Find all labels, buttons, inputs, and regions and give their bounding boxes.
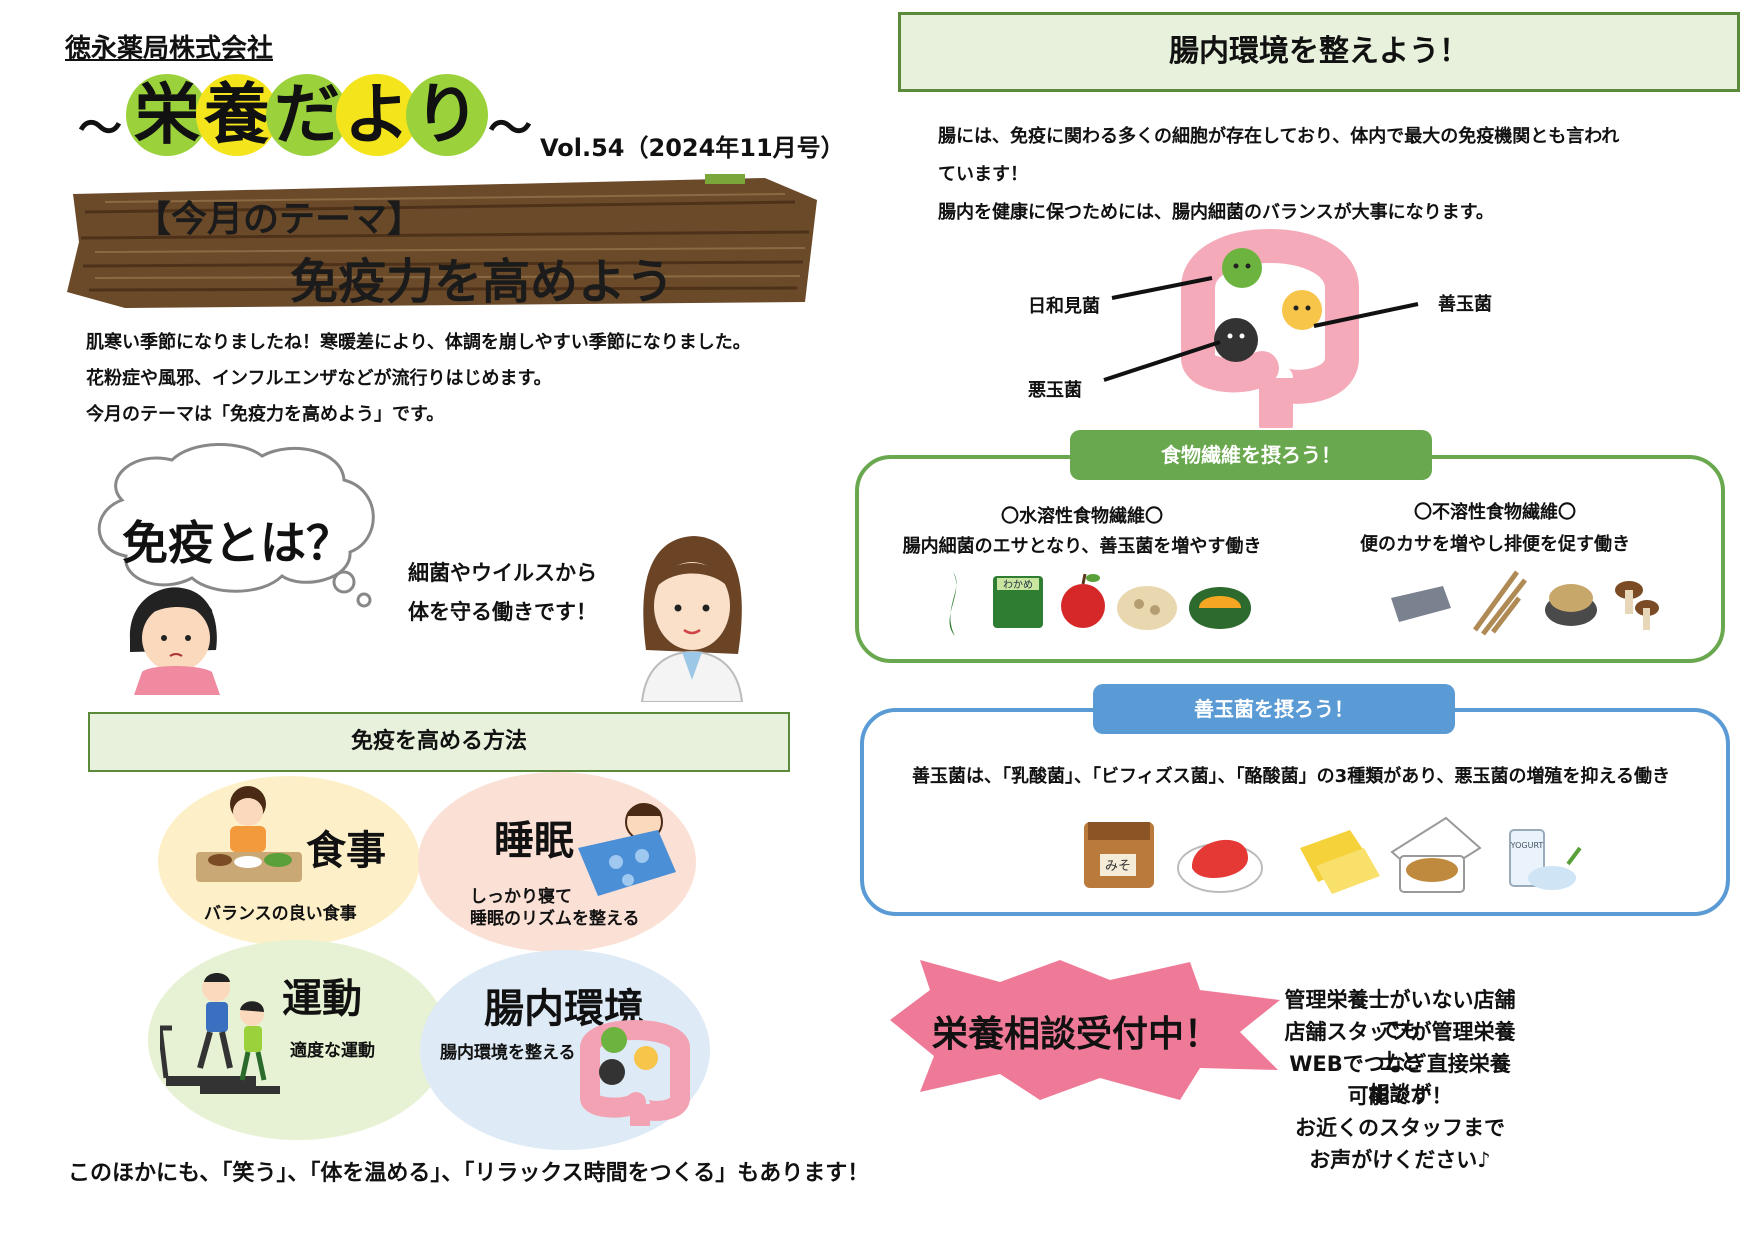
sleep-subtitle-line: 睡眠のリズムを整える <box>470 909 640 929</box>
meal-illustration <box>196 786 302 882</box>
volume-info: Vol.54（2024年11月号） <box>540 134 845 162</box>
immunity-question: 免疫とは？ <box>122 516 352 570</box>
doctor-illustration <box>640 536 744 702</box>
title-char-circle: よ <box>336 74 418 156</box>
worried-girl-illustration <box>129 587 220 695</box>
intro-line: 花粉症や風邪、インフルエンザなどが流行りはじめます。 <box>86 368 552 389</box>
insoluble-fiber-desc: 便のカサを増やし排便を促す働き <box>1360 534 1630 555</box>
title-char-circle: 養 <box>196 74 278 156</box>
wakame-label: わかめ <box>1003 579 1033 591</box>
bacteria-connector-lines <box>1103 276 1419 382</box>
intro-line: 肌寒い季節になりましたね！寒暖差により、体調を崩しやすい季節になりました。 <box>86 332 751 353</box>
consultation-burst <box>890 960 1280 1100</box>
gut-subtitle: 腸内環境を整える <box>440 1043 576 1063</box>
consultation-text-line: WEBでつなぎ直接栄養相談が <box>1289 1052 1511 1106</box>
other-methods-note: このほかにも、「笑う」、「体を温める」、「リラックス時間をつくる」もあります！ <box>68 1161 870 1186</box>
insoluble-fiber-title: 〇不溶性食物繊維〇 <box>1414 502 1576 523</box>
bad-bacteria-label: 悪玉菌 <box>1028 380 1082 401</box>
gut-environment-header: 腸内環境を整えよう！ <box>898 12 1740 92</box>
exercise-circle <box>148 940 448 1140</box>
intestine-bacteria-illustration <box>1181 229 1359 428</box>
company-name: 徳永薬局株式会社 <box>65 34 274 64</box>
consultation-text-line: お近くのスタッフまで <box>1295 1116 1505 1140</box>
treadmill-illustration <box>160 973 280 1094</box>
gut-intro-line: 腸には、免疫に関わる多くの細胞が存在しており、体内で最大の免疫機関とも言われ <box>938 126 1620 147</box>
theme-label: 【今月のテーマ】 <box>135 199 424 240</box>
consultation-text-line: 管理栄養士がいない店舗でも <box>1284 988 1516 1042</box>
yogurt-label: YOGURT <box>1510 841 1544 850</box>
immunity-answer-line: 細菌やウイルスから <box>408 561 597 585</box>
neutral-bacteria-label: 日和見菌 <box>1028 296 1100 317</box>
consultation-text-line: 店舗スタッフが管理栄養士と <box>1284 1020 1516 1074</box>
soluble-fiber-title: 〇水溶性食物繊維〇 <box>1001 506 1163 527</box>
meal-title: 食事 <box>306 828 386 874</box>
soluble-fiber-foods: わかめ <box>949 572 1251 636</box>
soluble-fiber-desc: 腸内細菌のエサとなり、善玉菌を増やす働き <box>902 536 1262 557</box>
insoluble-fiber-foods <box>1391 570 1659 636</box>
exercise-title: 運動 <box>282 976 362 1022</box>
probiotic-desc: 善玉菌は、「乳酸菌」、「ビフィズス菌」、「酪酸菌」の3種類があり、悪玉菌の増殖を… <box>912 766 1670 787</box>
exercise-subtitle: 適度な運動 <box>290 1041 375 1061</box>
intestine-small-illustration <box>580 1020 690 1126</box>
title-char-circle: り <box>406 74 488 156</box>
gut-intro-line: ています！ <box>938 164 1028 185</box>
title-char-circle: 栄 <box>126 74 208 156</box>
good-bacteria-label: 善玉菌 <box>1438 294 1492 315</box>
title-tilde-right: ～ <box>488 103 532 154</box>
sleeping-child-illustration <box>578 803 676 896</box>
meal-subtitle: バランスの良い食事 <box>204 904 357 924</box>
wood-sign-illustration <box>67 174 817 308</box>
consultation-text-line: 可能です！ <box>1347 1084 1453 1108</box>
probiotic-tab: 善玉菌を摂ろう！ <box>1093 684 1455 734</box>
newsletter-title: ～ 栄 養 だ よ り ～ <box>78 64 538 164</box>
miso-label: みそ <box>1105 859 1131 874</box>
title-tilde-left: ～ <box>78 103 122 154</box>
thought-bubble <box>97 442 375 608</box>
immunity-answer-line: 体を守る働きです！ <box>408 600 597 624</box>
fiber-tab: 食物繊維を摂ろう！ <box>1070 430 1432 480</box>
probiotic-foods: みそ YOGURT <box>1084 816 1582 894</box>
sleep-title: 睡眠 <box>494 818 574 864</box>
gut-intro-line: 腸内を健康に保つためには、腸内細菌のバランスが大事になります。 <box>938 202 1494 223</box>
methods-header: 免疫を高める方法 <box>88 712 790 772</box>
intro-line: 今月のテーマは「免疫力を高めよう」です。 <box>86 404 445 425</box>
sleep-subtitle-line: しっかり寝て <box>470 887 572 907</box>
consultation-label: 栄養相談受付中！ <box>932 1014 1221 1055</box>
title-char-circle: だ <box>266 74 348 156</box>
theme-title: 免疫力を高めよう <box>290 254 675 310</box>
consultation-text-line: お声がけください♪ <box>1309 1148 1491 1172</box>
